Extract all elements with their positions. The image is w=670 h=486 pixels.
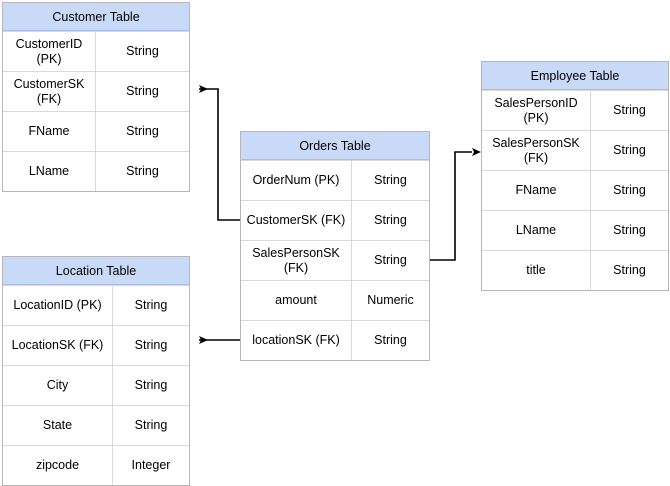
table-row: amount Numeric (241, 280, 429, 320)
column-name: State (3, 406, 113, 445)
table-row: CustomerID (PK) String (3, 31, 189, 71)
column-name: CustomerID (PK) (3, 32, 96, 71)
table-row: LName String (3, 151, 189, 191)
table-row: SalesPersonSK (FK) String (241, 240, 429, 280)
table-row: City String (3, 365, 189, 405)
column-name: locationSK (FK) (241, 321, 352, 360)
column-name: FName (482, 171, 591, 210)
table-row: CustomerSK (FK) String (3, 71, 189, 111)
column-type: String (374, 253, 407, 268)
column-name: title (482, 251, 591, 290)
connector-orders-to-customer (199, 85, 240, 221)
table-row: FName String (3, 111, 189, 151)
entity-table-customer[interactable]: Customer Table CustomerID (PK) String Cu… (2, 2, 190, 192)
table-row: SalesPersonSK (FK) String (482, 130, 668, 170)
column-name: CustomerSK (FK) (3, 72, 96, 111)
table-row: title String (482, 250, 668, 290)
column-name: SalesPersonSK (FK) (241, 241, 352, 280)
column-name: CustomerSK (FK) (241, 201, 352, 240)
table-row: locationSK (FK) String (241, 320, 429, 360)
table-row: State String (3, 405, 189, 445)
entity-table-orders[interactable]: Orders Table OrderNum (PK) String Custom… (240, 131, 430, 361)
entity-table-location[interactable]: Location Table LocationID (PK) String Lo… (2, 256, 190, 486)
column-name: OrderNum (PK) (241, 161, 352, 200)
table-row: LocationID (PK) String (3, 285, 189, 325)
table-title-employee: Employee Table (482, 62, 668, 90)
column-name: zipcode (3, 446, 113, 485)
column-type: String (134, 298, 168, 313)
column-type: String (613, 183, 646, 198)
column-type: String (126, 84, 159, 99)
column-type: Integer (131, 458, 171, 473)
column-type: String (613, 223, 646, 238)
column-type: String (134, 338, 168, 353)
table-title-location: Location Table (3, 257, 189, 285)
table-row: zipcode Integer (3, 445, 189, 485)
column-type: Numeric (367, 293, 414, 308)
column-name: SalesPersonSK (FK) (482, 131, 591, 170)
column-type: String (126, 164, 159, 179)
table-row: FName String (482, 170, 668, 210)
column-type: String (613, 103, 646, 118)
table-row: LocationSK (FK) String (3, 325, 189, 365)
column-name: LName (482, 211, 591, 250)
column-name: LocationSK (FK) (3, 326, 113, 365)
column-type: String (374, 333, 407, 348)
connector-orders-to-employee (430, 148, 481, 261)
column-name: FName (3, 112, 96, 151)
column-type: String (613, 143, 646, 158)
column-type: String (374, 173, 407, 188)
column-type: String (134, 418, 168, 433)
column-name: SalesPersonID (PK) (482, 91, 591, 130)
entity-table-employee[interactable]: Employee Table SalesPersonID (PK) String… (481, 61, 669, 291)
column-type: String (126, 44, 159, 59)
table-row: LName String (482, 210, 668, 250)
column-name: LName (3, 152, 96, 191)
table-title-orders: Orders Table (241, 132, 429, 160)
column-name: amount (241, 281, 352, 320)
table-row: OrderNum (PK) String (241, 160, 429, 200)
column-name: LocationID (PK) (3, 286, 113, 325)
table-row: CustomerSK (FK) String (241, 200, 429, 240)
column-type: String (126, 124, 159, 139)
column-type: String (374, 213, 407, 228)
column-name: City (3, 366, 113, 405)
column-type: String (613, 263, 646, 278)
table-title-customer: Customer Table (3, 3, 189, 31)
column-type: String (134, 378, 168, 393)
table-row: SalesPersonID (PK) String (482, 90, 668, 130)
